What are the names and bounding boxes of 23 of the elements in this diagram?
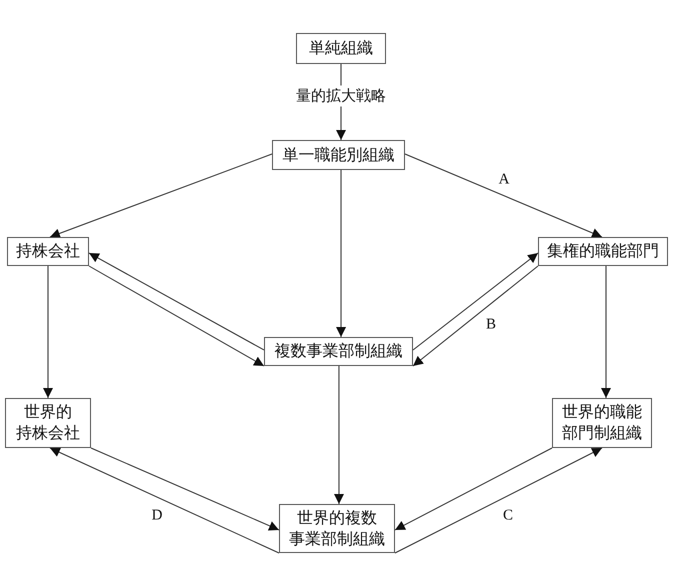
- arrow: [412, 266, 538, 366]
- arrow: [412, 252, 538, 350]
- process-box: 世界的持株会社: [5, 398, 91, 448]
- edge-label: 量的拡大戦略: [294, 86, 388, 106]
- arrow: [43, 266, 53, 398]
- arrow: [88, 252, 264, 350]
- arrow: [334, 366, 344, 504]
- process-box: 複数事業部制組織: [264, 337, 413, 366]
- process-box: 世界的複数事業部制組織: [279, 504, 395, 553]
- arrow: [49, 154, 272, 238]
- arrow: [88, 266, 264, 366]
- process-box: 集権的職能部門: [538, 237, 668, 266]
- arrow: [336, 170, 346, 338]
- arrow: [601, 266, 611, 398]
- process-box: 世界的職能部門制組織: [552, 398, 652, 448]
- arrow: [404, 154, 602, 238]
- arrow: [49, 448, 280, 554]
- process-box: 持株会社: [7, 237, 89, 266]
- process-box: 単純組織: [296, 33, 386, 64]
- arrow: [394, 448, 552, 530]
- arrow: [394, 448, 602, 554]
- arrow: [90, 448, 280, 531]
- process-box: 単一職能別組織: [272, 140, 405, 170]
